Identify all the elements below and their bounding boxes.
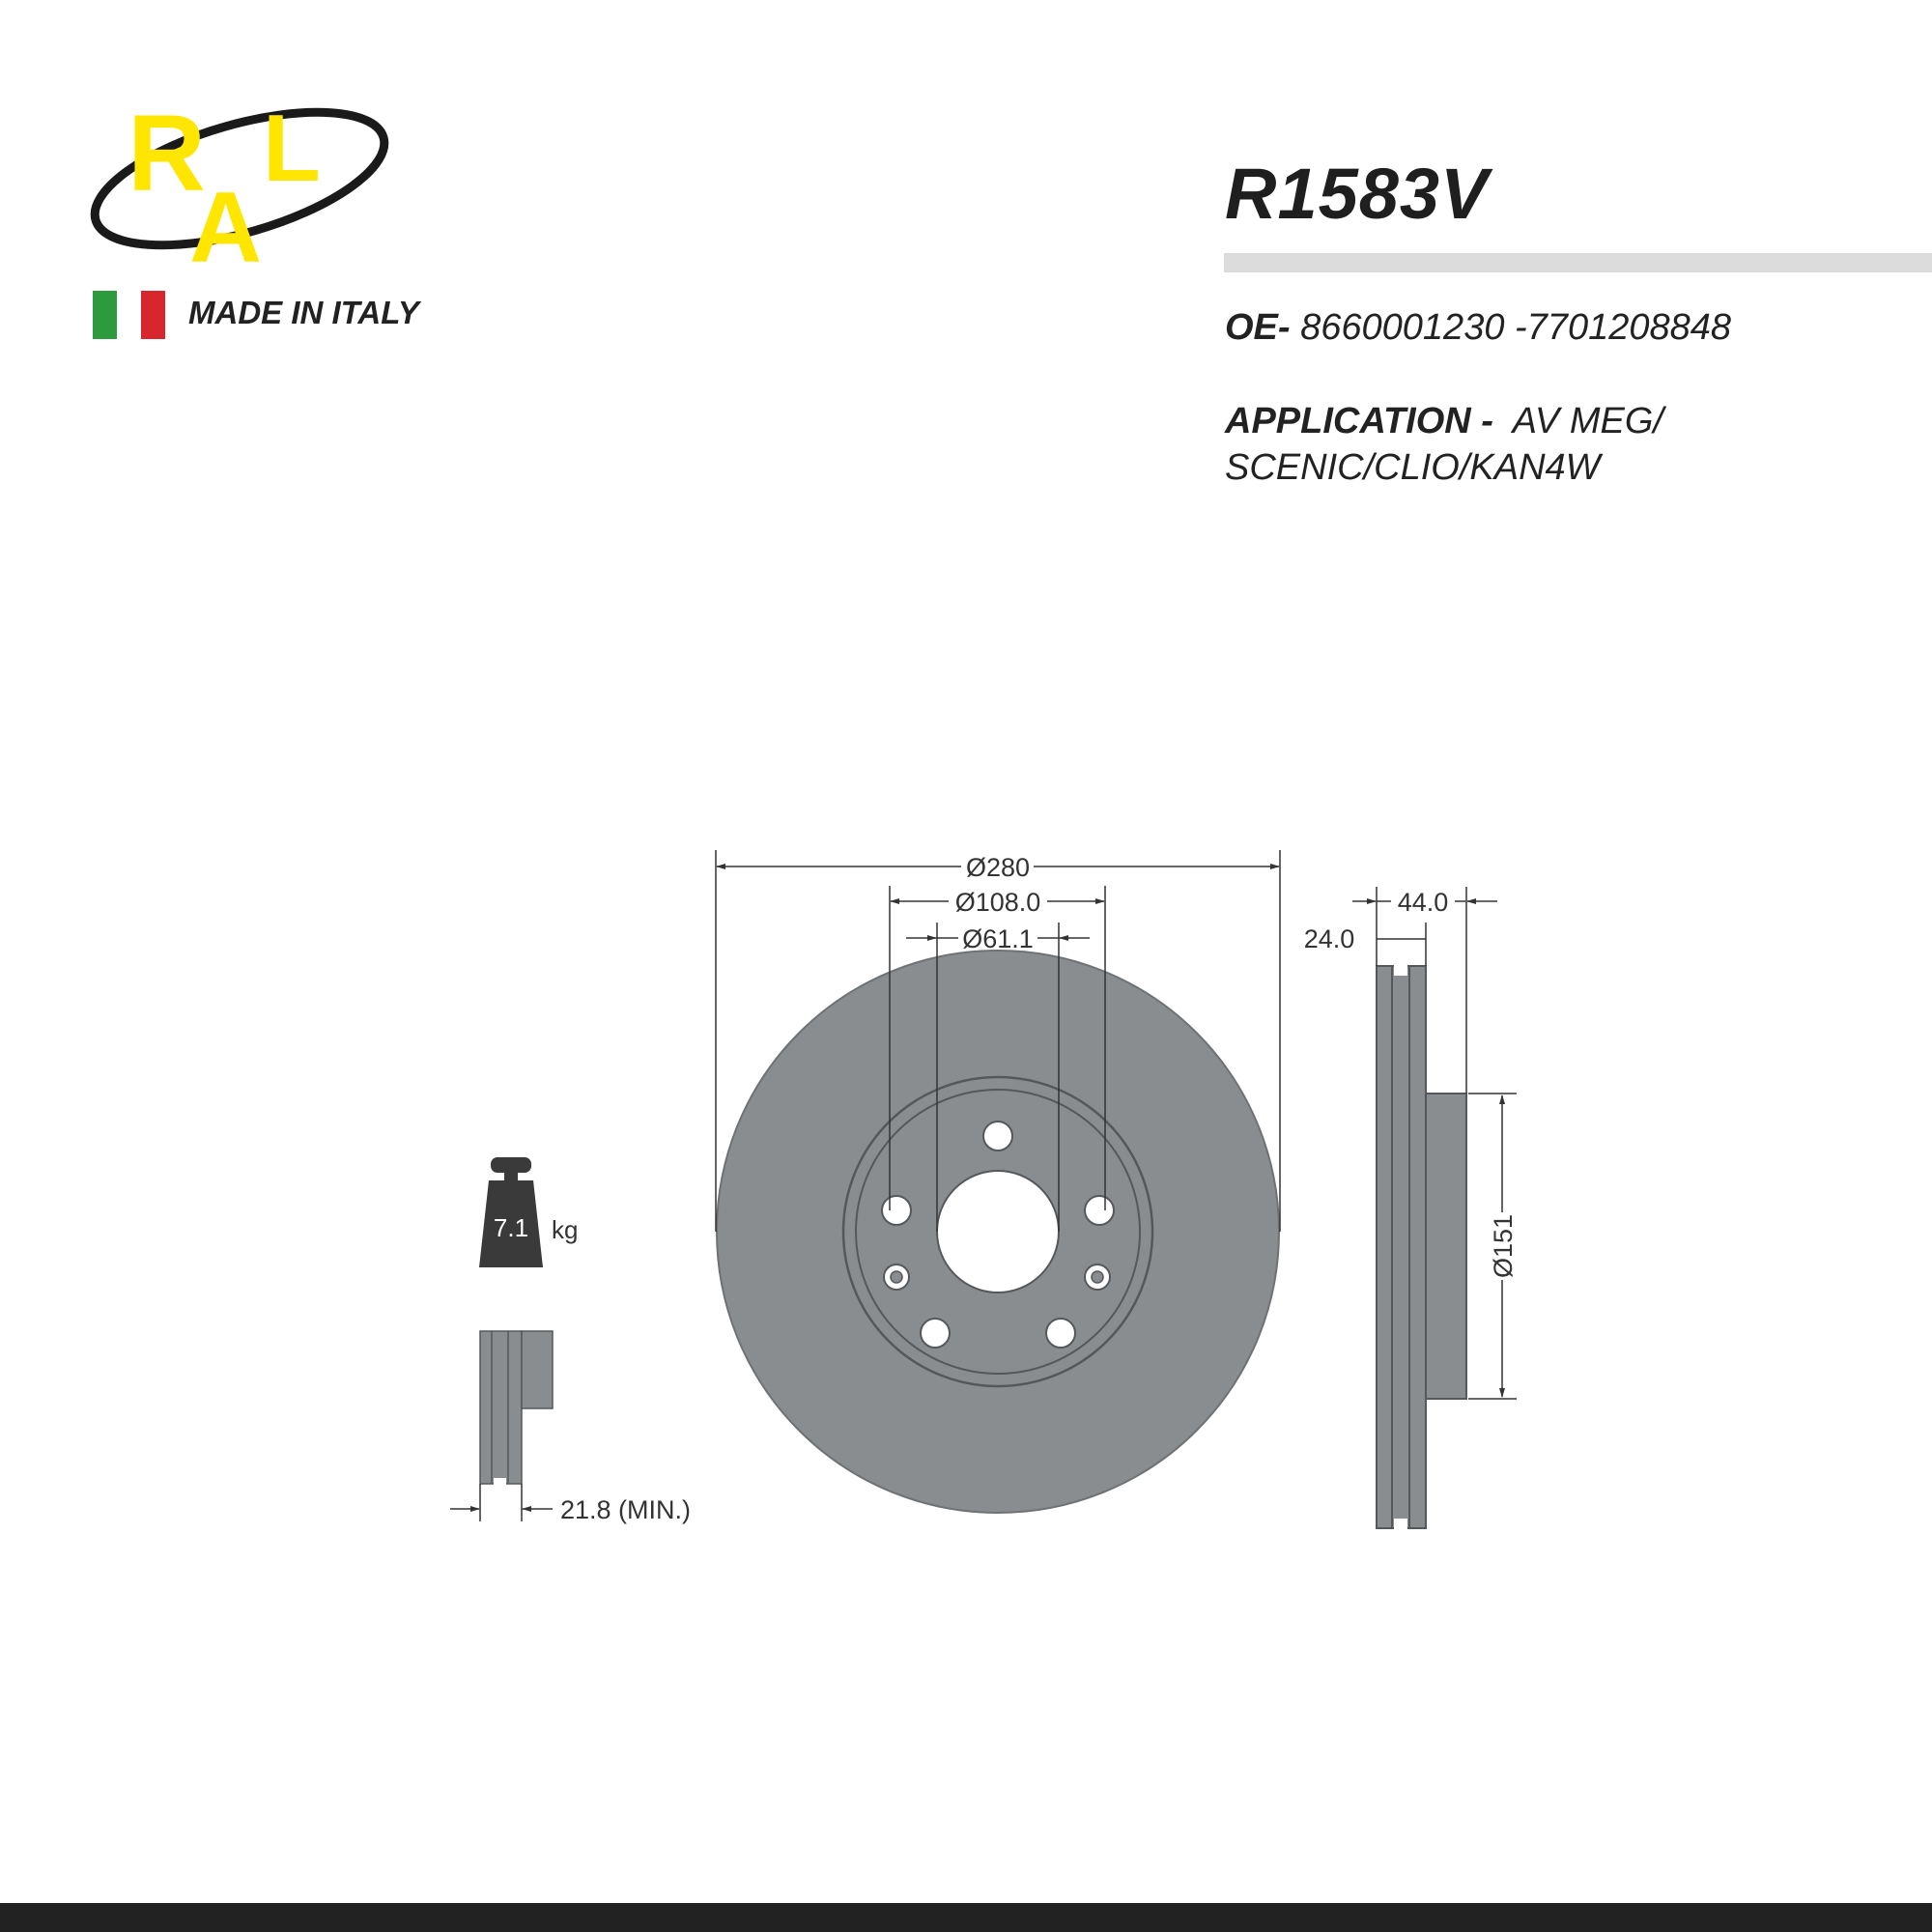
bolt-hole <box>881 1195 912 1226</box>
weight-icon: 7.1 <box>479 1157 543 1267</box>
application-line1: AV MEG/ <box>1512 401 1663 441</box>
bolt-hole <box>1084 1195 1115 1226</box>
header-divider <box>1224 253 1932 272</box>
oe-line: OE- 8660001230 -7701208848 <box>1225 307 1731 349</box>
hat-outer-ring <box>841 1075 1154 1388</box>
application-label: APPLICATION - <box>1225 401 1493 441</box>
logo-letter-l: L <box>263 95 321 201</box>
dim-bolt-circle: Ø108.0 <box>955 888 1041 917</box>
product-code: R1583V <box>1225 154 1490 234</box>
min-thickness-icon <box>479 1330 554 1486</box>
dim-height: 44.0 <box>1398 888 1449 917</box>
oe-label: OE- <box>1225 307 1291 348</box>
dim-center-bore: Ø61.1 <box>962 924 1034 953</box>
oe-numbers: 8660001230 -7701208848 <box>1300 307 1732 348</box>
application-line2: SCENIC/CLIO/KAN4W <box>1225 447 1601 488</box>
bolt-hole <box>920 1318 951 1349</box>
dim-min-thickness: 21.8 (MIN.) <box>560 1495 691 1524</box>
footer-bar <box>0 1903 1932 1932</box>
dim-outer-diameter: Ø280 <box>966 853 1030 882</box>
dim-thickness: 24.0 <box>1304 924 1355 953</box>
bolt-hole <box>1045 1318 1076 1349</box>
hat-inner-ring <box>855 1089 1141 1375</box>
logo-letter-r: R <box>128 93 206 213</box>
logo-letter-a: A <box>189 172 262 284</box>
weight-value: 7.1 <box>494 1213 528 1242</box>
weight-unit: kg <box>552 1215 578 1244</box>
disc-front-view <box>716 950 1280 1514</box>
italy-flag-icon <box>93 291 165 339</box>
bolt-hole <box>982 1121 1013 1151</box>
rla-logo: R L A <box>90 93 389 284</box>
dim-hub-diameter: Ø151 <box>1489 1214 1518 1278</box>
application-block: APPLICATION - AV MEG/ SCENIC/CLIO/KAN4W <box>1225 398 1663 491</box>
made-in-label: MADE IN ITALY <box>188 295 419 330</box>
center-bore <box>936 1170 1060 1293</box>
disc-side-view <box>1376 964 1467 1530</box>
